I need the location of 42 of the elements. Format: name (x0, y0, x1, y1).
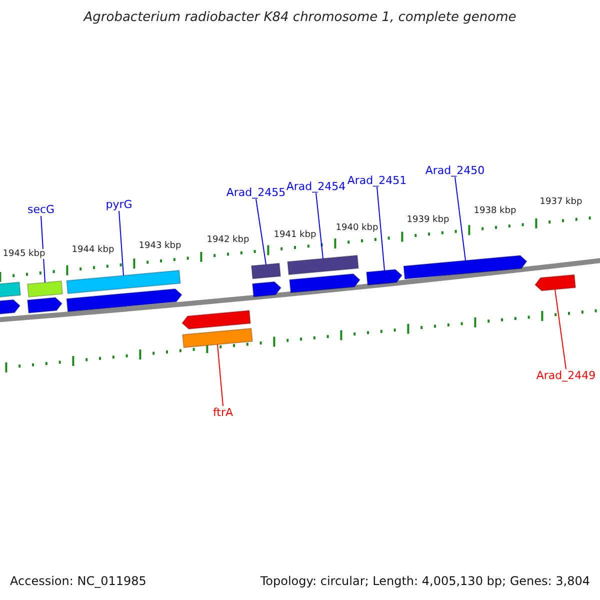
gene-feature (366, 268, 403, 286)
gene-feature (182, 328, 253, 348)
gene-feature (181, 310, 251, 330)
gene-label: pyrG (106, 198, 132, 211)
scale-label: 1944 kbp (72, 245, 114, 255)
scale-label: 1943 kbp (138, 241, 182, 251)
gene-label: Arad_2450 (425, 164, 485, 177)
leader-line (256, 198, 266, 265)
scale-label: 1941 kbp (274, 230, 316, 240)
gene-feature (66, 270, 181, 294)
gene-feature (534, 274, 576, 292)
leader-line (376, 186, 385, 271)
gene-feature (250, 262, 282, 280)
leader-line (316, 192, 324, 259)
leader-line (454, 176, 466, 261)
scale-label: 1939 kbp (406, 215, 450, 225)
gene-feature (66, 288, 182, 312)
gene-label: Arad_2451 (347, 174, 407, 187)
scale-label: 1942 kbp (206, 235, 250, 245)
gene-feature (403, 254, 528, 280)
gene-feature (0, 299, 21, 316)
gene-feature (287, 254, 359, 276)
gene-label: ftrA (212, 406, 234, 419)
gene-feature (252, 281, 282, 298)
gene-label: Arad_2455 (226, 186, 286, 199)
gene-feature (0, 282, 22, 298)
gene-label: secG (27, 203, 55, 216)
scale-label: 1938 kbp (474, 206, 516, 216)
genome-info-text: Topology: circular; Length: 4,005,130 bp; Genes: 3,804 (260, 574, 590, 588)
gene-feature (289, 273, 361, 294)
gene-feature (26, 297, 63, 314)
leader-line (217, 344, 224, 406)
accession-text: Accession: NC_011985 (10, 574, 146, 588)
gene-label: Arad_2454 (286, 180, 346, 193)
diagram-title: Agrobacterium radiobacter K84 chromosome 1, complete genome (84, 10, 516, 25)
gene-feature (26, 280, 64, 298)
scale-label: 1937 kbp (540, 197, 582, 207)
scale-label: 1945 kbp (2, 249, 46, 259)
leader-line (118, 210, 124, 276)
scale-label: 1940 kbp (336, 223, 378, 233)
gene-label: Arad_2449 (536, 369, 596, 382)
leader-line (554, 289, 566, 370)
